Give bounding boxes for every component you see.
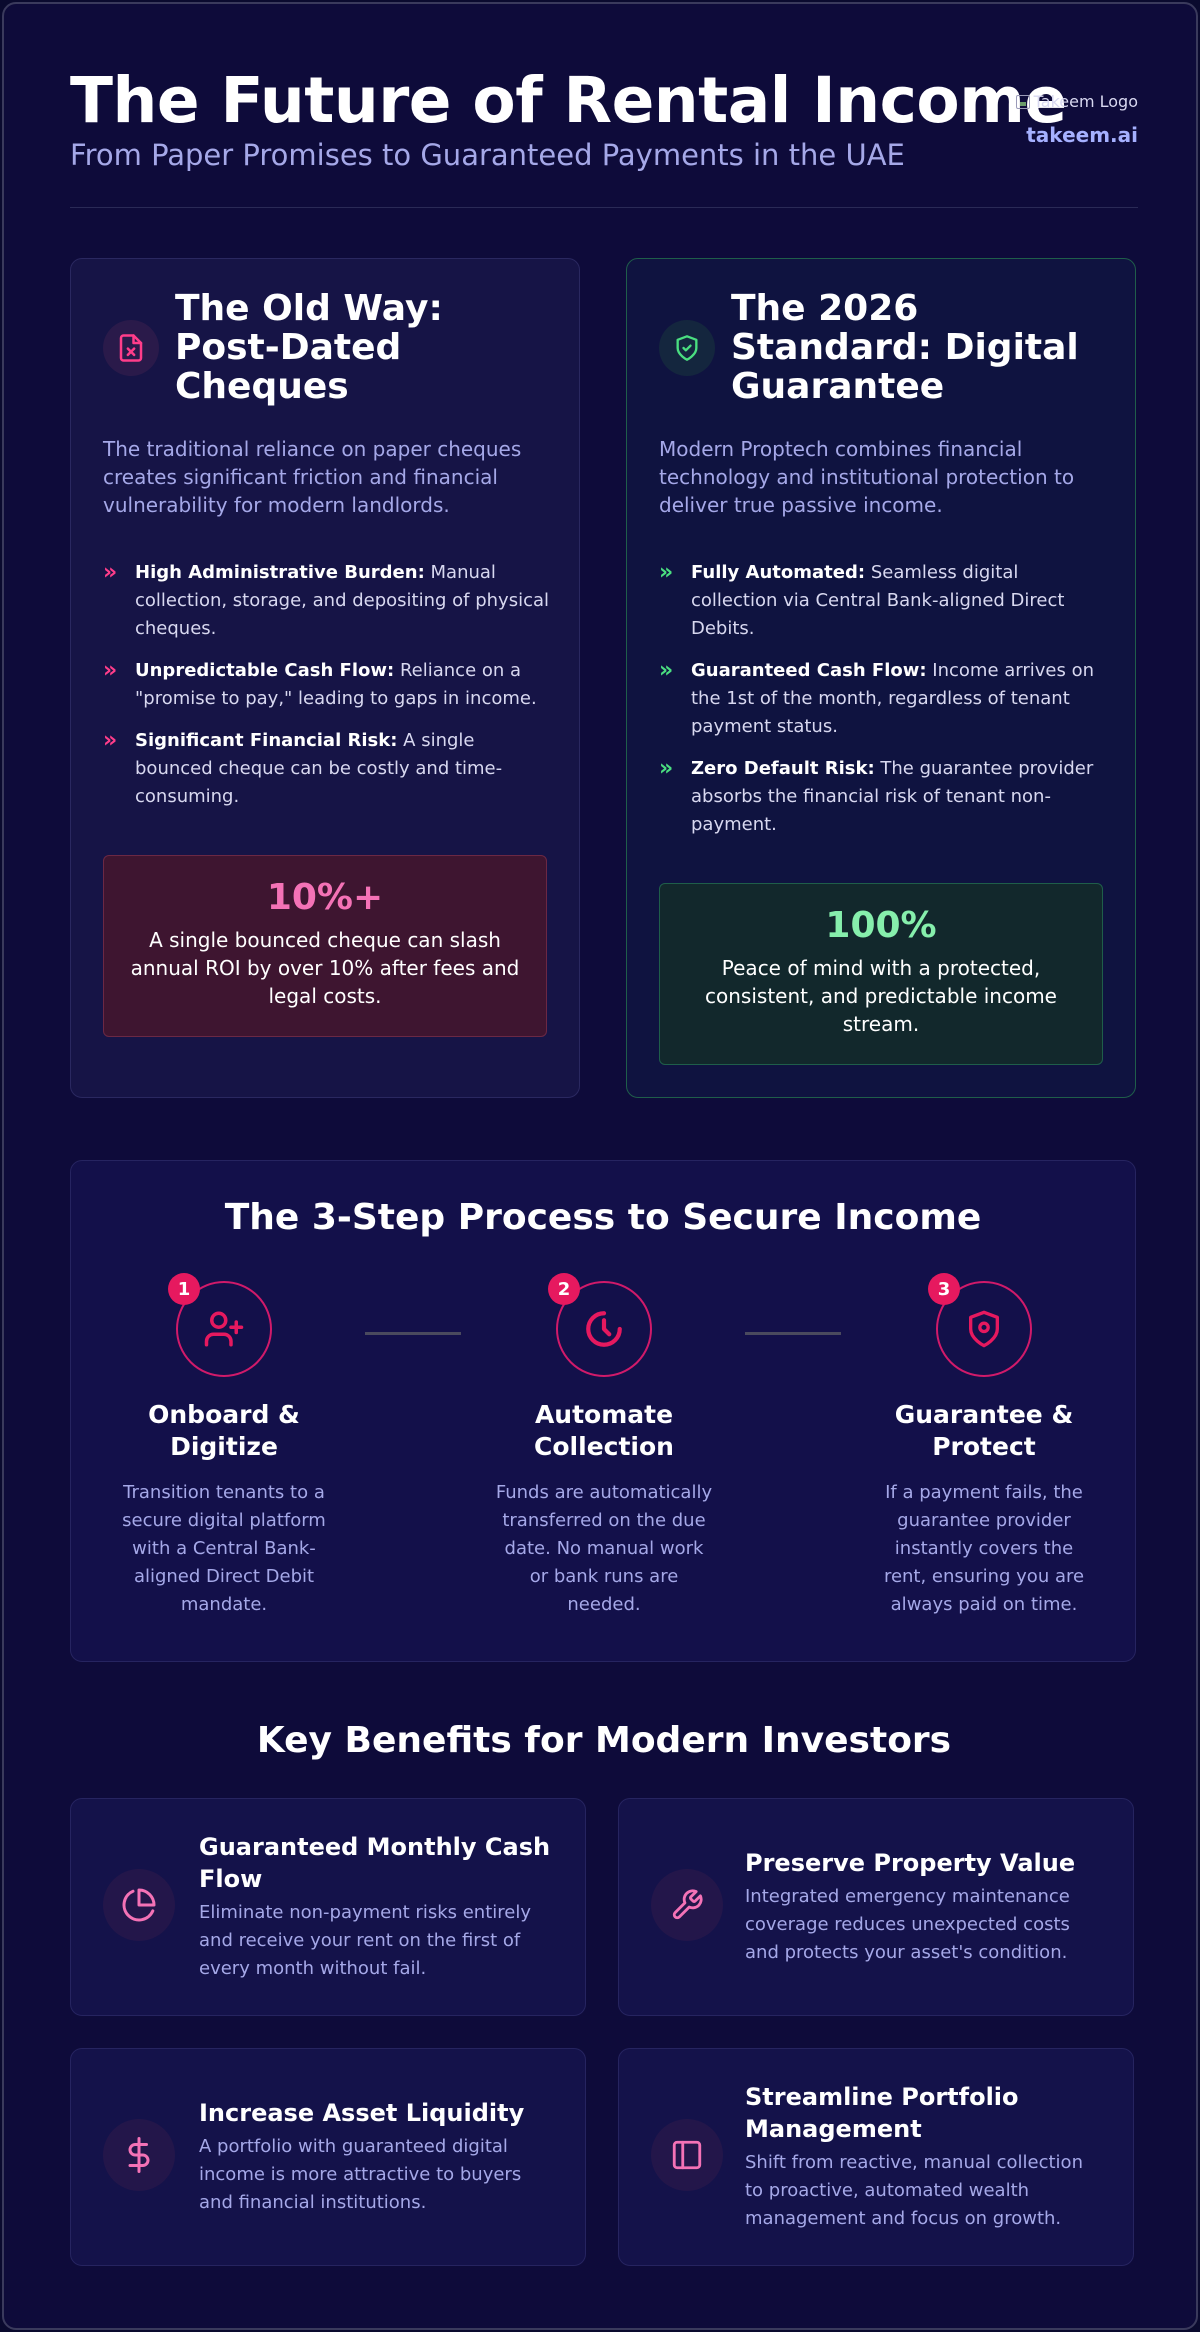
chevrons-right-icon: »	[659, 658, 674, 683]
benefit-card: Increase Asset Liquidity A portfolio wit…	[70, 2048, 586, 2266]
bullet-text: Seamless digital collection via Central …	[691, 562, 1065, 639]
benefit-card: Preserve Property Value Integrated emerg…	[618, 1798, 1134, 2016]
bullet-text: Manual collection, storage, and depositi…	[135, 562, 550, 639]
file-x-icon	[103, 319, 159, 376]
new-way-stat-box: 100% Peace of mind with a protected, con…	[659, 883, 1103, 1065]
bullet-text: A single bounced cheque can be costly an…	[135, 730, 503, 807]
user-plus-icon: 1	[168, 1273, 272, 1377]
step-description: Transition tenants to a secure digital p…	[122, 1482, 326, 1615]
logo-alt-text: Takeem Logo	[1033, 92, 1138, 111]
bullet-text: The guarantee provider absorbs the finan…	[691, 758, 1094, 835]
clock-icon: 2	[548, 1273, 652, 1377]
list-item: » Guaranteed Cash Flow: Income arrives o…	[659, 657, 1105, 741]
list-item: » Significant Financial Risk: A single b…	[103, 727, 549, 811]
benefit-title: Increase Asset Liquidity	[199, 2099, 525, 2127]
step-title: Automate Collection	[534, 1400, 674, 1461]
benefit-card: Streamline Portfolio Management Shift fr…	[618, 2048, 1134, 2266]
stat-value: 10%+	[266, 877, 384, 918]
step-title: Onboard & Digitize	[148, 1400, 300, 1461]
list-item: » Fully Automated: Seamless digital coll…	[659, 559, 1105, 643]
old-way-description: The traditional reliance on paper cheque…	[103, 437, 522, 517]
page-subtitle: From Paper Promises to Guaranteed Paymen…	[70, 138, 905, 172]
stat-value: 100%	[825, 905, 937, 946]
process-step: 1 Onboard & Digitize Transition tenants …	[114, 1273, 334, 1619]
old-way-bullets: » High Administrative Burden: Manual col…	[103, 559, 549, 825]
step-title: Guarantee & Protect	[894, 1400, 1074, 1461]
bullet-title: Unpredictable Cash Flow:	[135, 660, 395, 681]
pie-chart-icon	[103, 1869, 175, 1941]
process-step: 2 Automate Collection Funds are automati…	[494, 1273, 714, 1619]
benefit-description: Shift from reactive, manual collection t…	[745, 2152, 1083, 2229]
chevrons-right-icon: »	[103, 728, 118, 753]
bullet-title: Fully Automated:	[691, 562, 866, 583]
stat-text: A single bounced cheque can slash annual…	[130, 928, 520, 1008]
logo-image: Takeem Logo	[1015, 92, 1138, 111]
step-description: Funds are automatically transferred on t…	[495, 1482, 713, 1615]
list-item: » Unpredictable Cash Flow: Reliance on a…	[103, 657, 549, 713]
logo[interactable]: Takeem Logo takeem.ai	[1015, 92, 1138, 147]
new-way-card: The 2026 Standard: Digital Guarantee Mod…	[626, 258, 1136, 1098]
benefit-description: Eliminate non-payment risks entirely and…	[199, 1902, 532, 1979]
process-section: The 3-Step Process to Secure Income 1 On…	[70, 1160, 1136, 1662]
wrench-icon	[651, 1869, 723, 1941]
header: The Future of Rental Income From Paper P…	[70, 66, 1138, 208]
list-item: » Zero Default Risk: The guarantee provi…	[659, 755, 1105, 839]
list-item: » High Administrative Burden: Manual col…	[103, 559, 549, 643]
step-connector	[745, 1332, 841, 1335]
broken-image-icon	[1015, 94, 1030, 109]
benefit-title: Preserve Property Value	[745, 1849, 1076, 1877]
bullet-title: High Administrative Burden:	[135, 562, 425, 583]
benefit-description: Integrated emergency maintenance coverag…	[745, 1886, 1070, 1963]
old-way-stat-box: 10%+ A single bounced cheque can slash a…	[103, 855, 547, 1037]
dollar-icon	[103, 2119, 175, 2191]
bullet-text: Income arrives on the 1st of the month, …	[691, 660, 1095, 737]
chevrons-right-icon: »	[103, 658, 118, 683]
step-number: 3	[928, 1273, 960, 1305]
benefit-description: A portfolio with guaranteed digital inco…	[199, 2136, 522, 2213]
shield-check-icon	[659, 319, 715, 376]
stat-text: Peace of mind with a protected, consiste…	[705, 956, 1057, 1036]
bullet-title: Guaranteed Cash Flow:	[691, 660, 927, 681]
benefits-title: Key Benefits for Modern Investors	[256, 1720, 952, 1761]
step-connector	[365, 1332, 461, 1335]
chevrons-right-icon: »	[103, 560, 118, 585]
old-way-card: The Old Way: Post-Dated Cheques The trad…	[70, 258, 580, 1098]
page-title: The Future of Rental Income	[70, 64, 1067, 137]
bullet-title: Significant Financial Risk:	[135, 730, 398, 751]
bullet-title: Zero Default Risk:	[691, 758, 875, 779]
benefit-title: Guaranteed Monthly Cash Flow	[199, 1833, 551, 1893]
benefit-title: Streamline Portfolio Management	[745, 2083, 1019, 2143]
process-step: 3 Guarantee & Protect If a payment fails…	[874, 1273, 1094, 1619]
chevrons-right-icon: »	[659, 560, 674, 585]
chevrons-right-icon: »	[659, 756, 674, 781]
old-way-title: The Old Way: Post-Dated Cheques	[175, 288, 443, 407]
step-description: If a payment fails, the guarantee provid…	[883, 1482, 1085, 1615]
step-number: 2	[548, 1273, 580, 1305]
new-way-bullets: » Fully Automated: Seamless digital coll…	[659, 559, 1105, 853]
logo-text: takeem.ai	[1026, 123, 1138, 147]
benefit-card: Guaranteed Monthly Cash Flow Eliminate n…	[70, 1798, 586, 2016]
step-number: 1	[168, 1273, 200, 1305]
bullet-text: Reliance on a "promise to pay," leading …	[135, 660, 537, 709]
process-title: The 3-Step Process to Secure Income	[224, 1197, 982, 1238]
panel-icon	[651, 2119, 723, 2191]
new-way-title: The 2026 Standard: Digital Guarantee	[731, 288, 1079, 407]
new-way-description: Modern Proptech combines financial techn…	[659, 437, 1075, 517]
shield-icon: 3	[928, 1273, 1032, 1377]
